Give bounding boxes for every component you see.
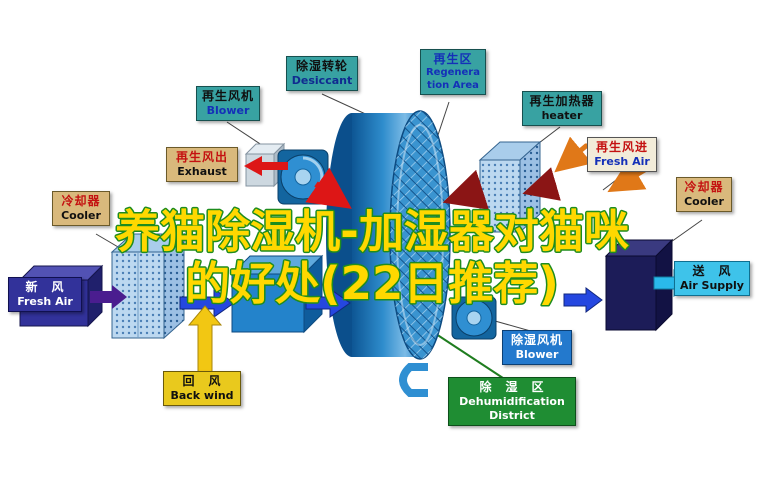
label-air-supply: 送 风 Air Supply [674, 261, 750, 296]
label-regen-fresh-air: 再生风进 Fresh Air [587, 137, 657, 172]
return-air-arrow [187, 305, 223, 373]
label-regen-blower-zh: 再生风机 [201, 89, 254, 103]
label-regen-heater-zh: 再生加热器 [529, 94, 595, 108]
label-regen-fresh-air-en: Fresh Air [594, 155, 650, 168]
label-regen-exhaust-en: Exhaust [177, 165, 227, 178]
label-regen-heater-en: heater [541, 109, 583, 122]
label-cooler-left-zh: 冷却器 [61, 194, 101, 208]
label-fresh-air-en: Fresh Air [17, 295, 73, 308]
label-cooler-left-en: Cooler [61, 209, 101, 222]
label-cooler-right-en: Cooler [684, 195, 724, 208]
process-box-graphic [230, 254, 324, 334]
regen-hot-arrow [305, 167, 352, 209]
fresh-air-arrow [90, 285, 127, 309]
label-desiccant-wheel-en: Desiccant [291, 74, 353, 87]
label-dehumid-blower-zh: 除湿风机 [510, 333, 563, 347]
process-filter-graphic [110, 232, 186, 340]
rotor-fitting-graphic [399, 363, 428, 397]
label-regen-area: 再生区 Regeneration Area [420, 49, 486, 95]
callout-line-dehumid-area [435, 333, 507, 381]
regen-heater-graphic [478, 140, 542, 234]
process-air-arrow-3 [563, 287, 603, 313]
label-air-supply-zh: 送 风 [692, 264, 732, 278]
desiccant-wheel-graphic [326, 110, 451, 360]
label-regen-area-zh: 再生区 [433, 52, 473, 66]
exhaust-arrow [244, 156, 288, 176]
label-regen-exhaust: 再生风出 Exhaust [166, 147, 238, 182]
callout-lines [95, 93, 703, 381]
label-cooler-right-zh: 冷却器 [684, 180, 724, 194]
label-dehumid-blower: 除湿风机 Blower [502, 330, 572, 365]
label-desiccant-wheel: 除湿转轮 Desiccant [286, 56, 358, 91]
label-back-wind: 回 风 Back wind [163, 371, 241, 406]
label-dehumid-area-en: Dehumidification District [459, 395, 565, 422]
process-air-arrow-1 [179, 288, 235, 318]
label-fresh-air: 新 风 Fresh Air [8, 277, 82, 312]
label-back-wind-en: Back wind [170, 389, 234, 402]
regen-fan-graphic [277, 149, 329, 205]
label-regen-area-en: Regeneration Area [425, 67, 480, 91]
label-regen-heater: 再生加热器 heater [522, 91, 602, 126]
heater-to-wheel-arrow [442, 169, 489, 210]
label-cooler-left: 冷却器 Cooler [52, 191, 110, 226]
label-fresh-air-zh: 新 风 [25, 280, 65, 294]
label-back-wind-zh: 回 风 [182, 374, 222, 388]
label-dehumid-blower-en: Blower [515, 348, 559, 361]
dehumid-fan-graphic [451, 296, 497, 340]
label-air-supply-en: Air Supply [680, 279, 744, 292]
label-desiccant-wheel-zh: 除湿转轮 [295, 59, 348, 73]
label-regen-fresh-air-zh: 再生风进 [595, 140, 648, 154]
label-regen-blower: 再生风机 Blower [196, 86, 260, 121]
label-cooler-right: 冷却器 Cooler [676, 177, 732, 212]
label-regen-exhaust-zh: 再生风出 [175, 150, 228, 164]
into-heater-arrow [522, 167, 561, 201]
label-regen-blower-en: Blower [206, 104, 250, 117]
process-air-arrow-2 [305, 288, 351, 318]
label-dehumid-area-zh: 除 湿 区 [479, 380, 545, 394]
label-dehumid-area: 除 湿 区 Dehumidification District [448, 377, 576, 426]
